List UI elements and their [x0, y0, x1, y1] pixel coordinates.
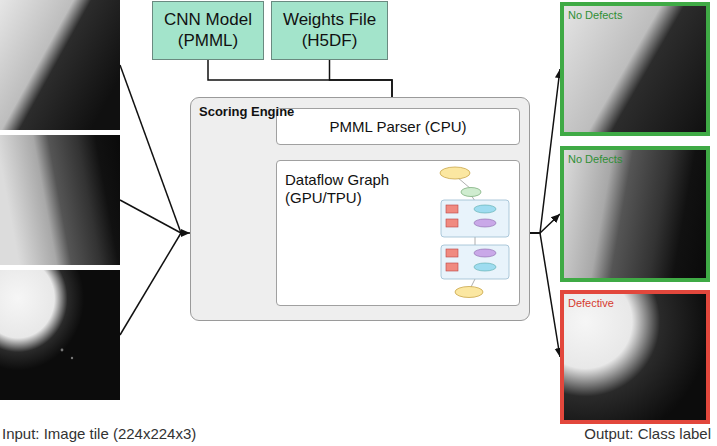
defect-speck	[71, 357, 73, 359]
node-text: Weights File (H5DF)	[278, 10, 381, 51]
caption-label: Input: Image tile (224x224x3)	[2, 425, 196, 442]
node-text: No Defects	[564, 150, 706, 168]
node-text: Scoring Engine	[199, 104, 521, 119]
node-text: CNN Model (PMML)	[159, 10, 257, 51]
input-line	[120, 200, 181, 233]
model-file-box: CNN Model (PMML)	[152, 1, 264, 60]
parser-box: PMML Parser (CPU)	[276, 108, 520, 145]
output-tile: No Defects	[560, 2, 710, 136]
output-tile: Defective	[560, 290, 710, 424]
input-line	[120, 65, 181, 233]
image-tile	[0, 0, 120, 130]
node-text: PMML Parser (CPU)	[330, 118, 467, 135]
input-line	[120, 233, 181, 335]
dataflow-box: Dataflow Graph (GPU/TPU)	[276, 160, 520, 306]
dataflow-illustration	[435, 165, 513, 301]
node-text: No Defects	[564, 6, 706, 24]
scoring-engine: Scoring EnginePMML Parser (CPU) Dataflow …	[190, 97, 530, 321]
caption-label: Output: Class label	[584, 425, 711, 442]
input-arrow	[181, 232, 190, 234]
node-text: Dataflow Graph (GPU/TPU)	[285, 171, 413, 207]
output-tile: No Defects	[560, 146, 710, 282]
defect-speck	[61, 349, 64, 352]
image-tile	[0, 135, 120, 265]
weights-file-box: Weights File (H5DF)	[271, 1, 388, 60]
node-text: Defective	[564, 294, 706, 312]
image-tile	[0, 270, 120, 400]
